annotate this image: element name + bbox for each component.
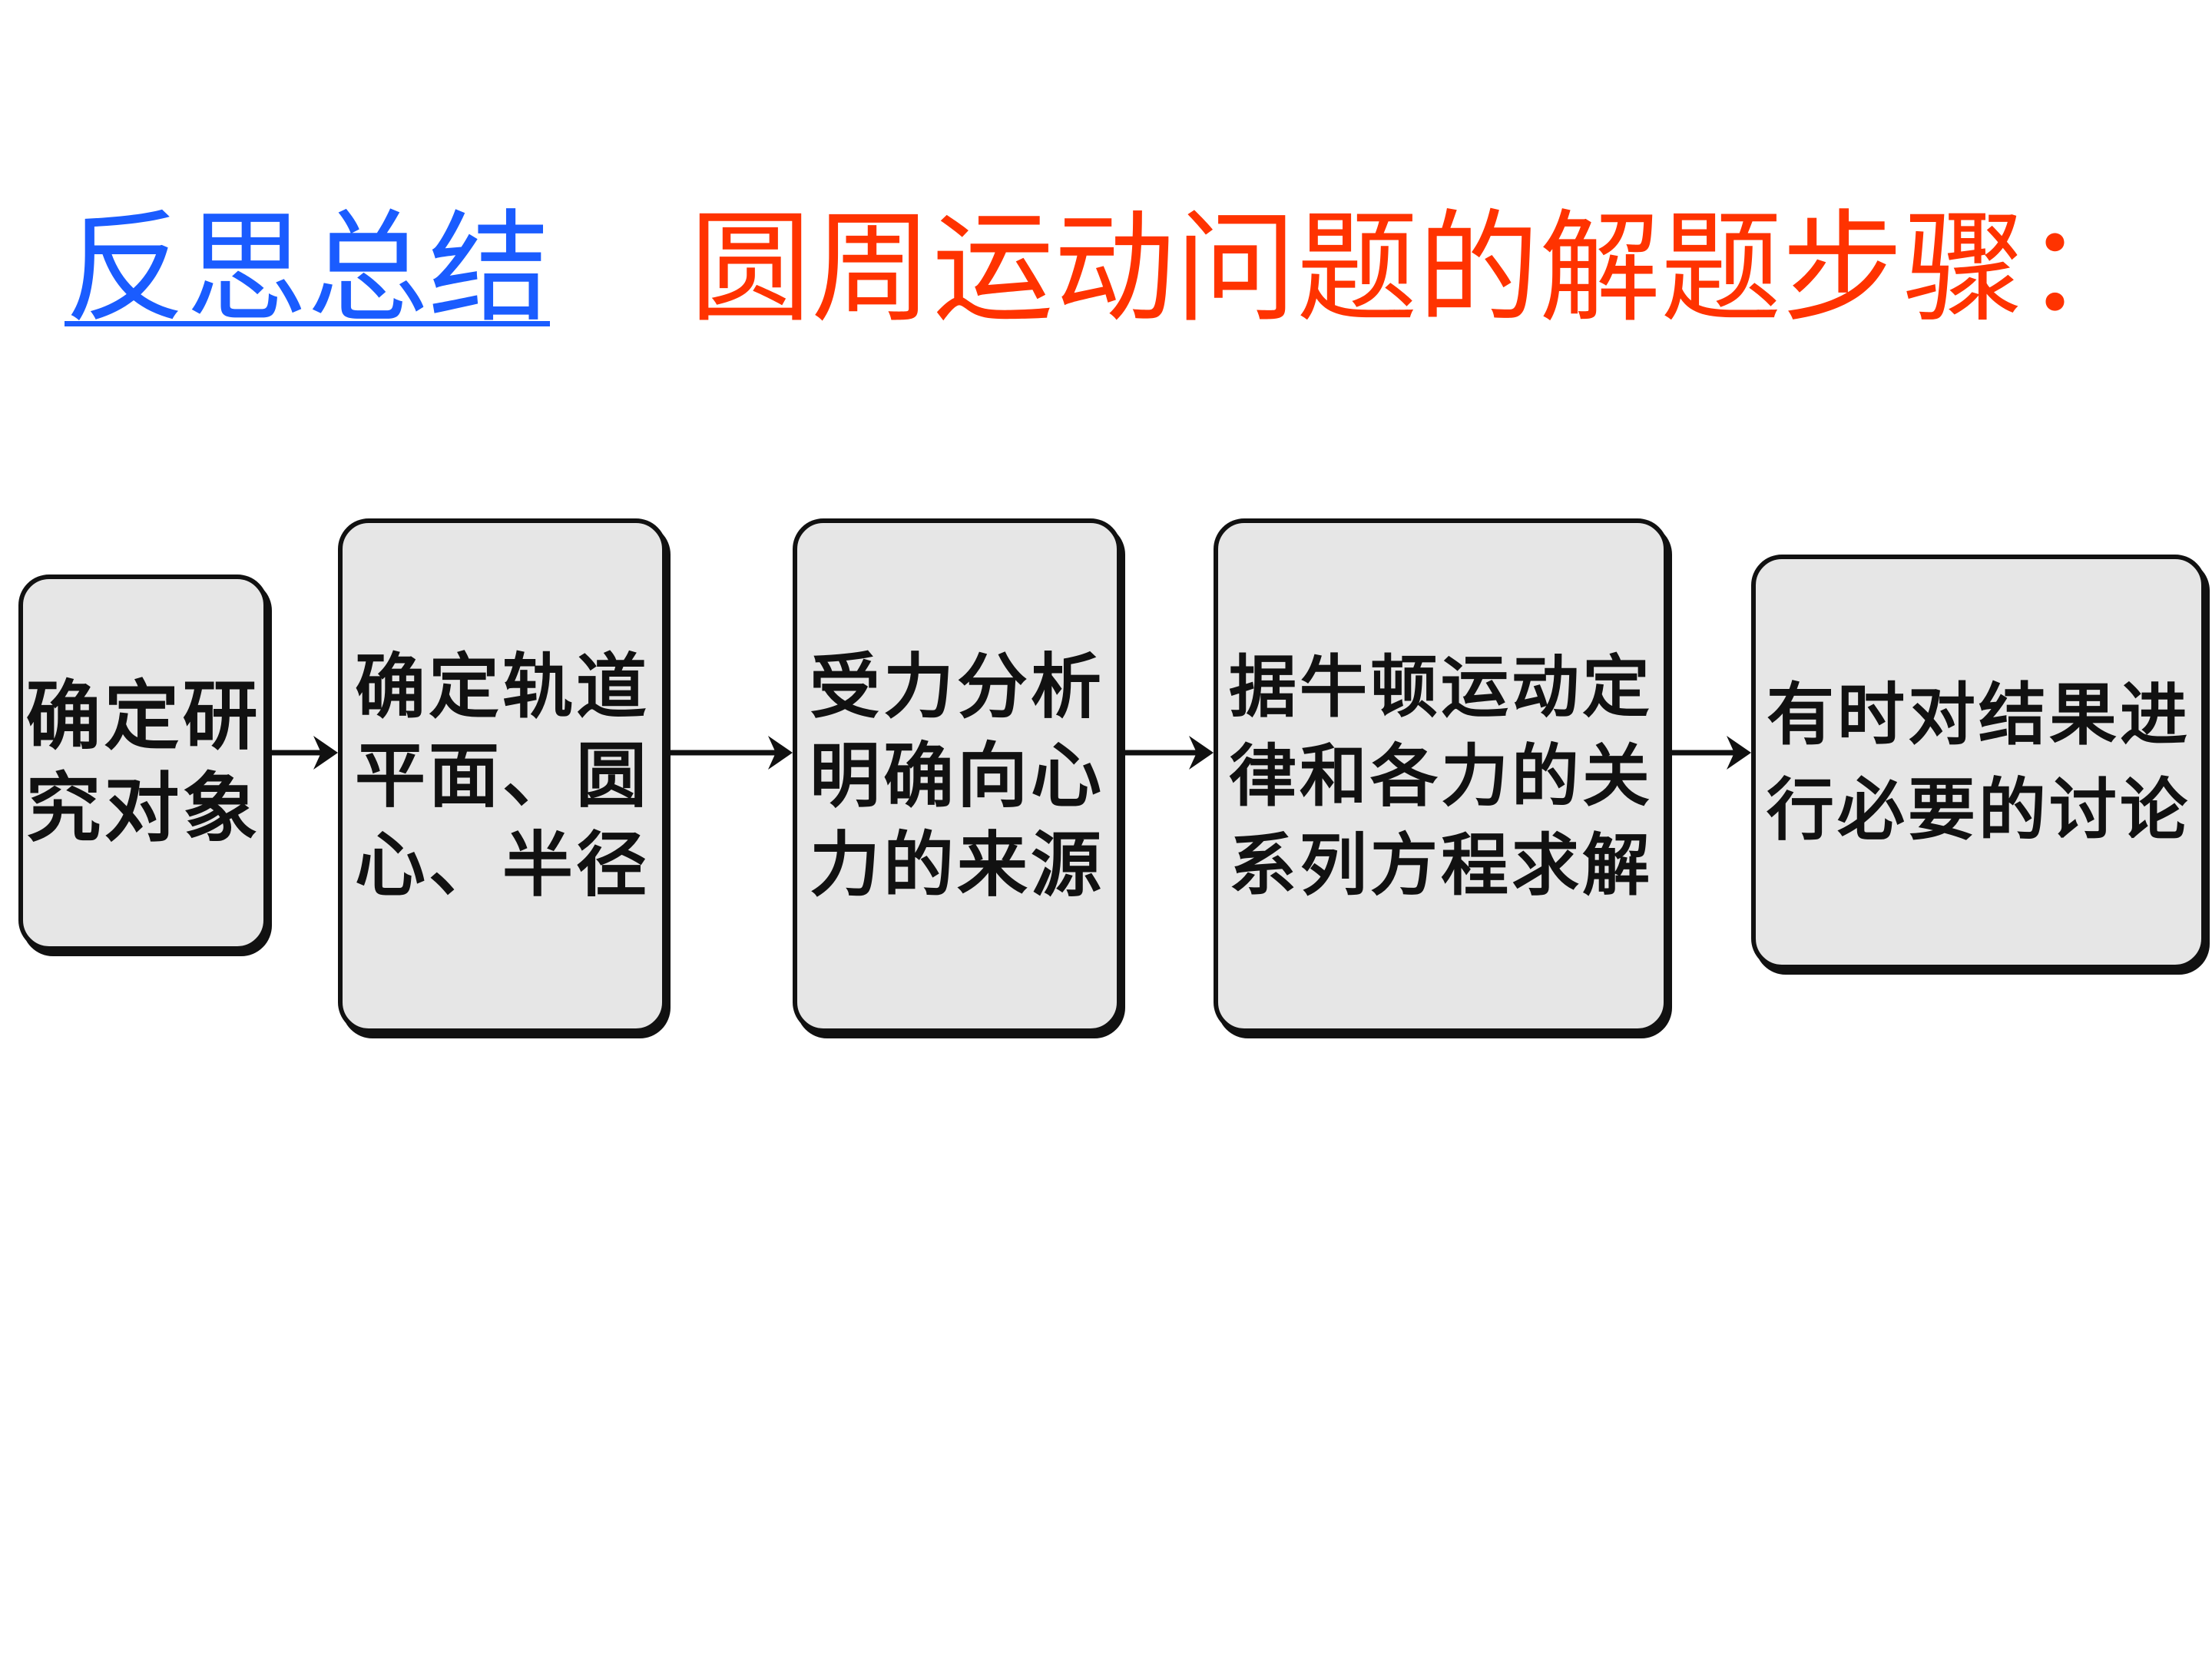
step-3-line-2: 明确向心: [809, 734, 1104, 817]
step-box-2: 确定轨道 平面、圆 心、半径: [338, 518, 667, 1033]
step-box-5: 有时对结果进 行必要的讨论: [1751, 555, 2206, 969]
step-1-line-2: 究对象: [25, 764, 261, 853]
step-5-line-2: 行必要的讨论: [1766, 770, 2190, 849]
step-3-line-1: 受力分析: [809, 645, 1104, 728]
step-3-line-3: 力的来源: [809, 823, 1104, 906]
step-2-line-3: 心、半径: [354, 823, 650, 906]
step-1-line-1: 确定研: [25, 672, 261, 760]
step-4-line-1: 据牛顿运动定: [1228, 647, 1653, 727]
step-4-line-2: 律和各力的关: [1228, 736, 1653, 816]
arrow-4-to-5: [1670, 736, 1751, 770]
arrow-1-to-2: [269, 736, 338, 770]
step-box-4: 据牛顿运动定 律和各力的关 系列方程求解: [1214, 518, 1668, 1033]
step-4-line-3: 系列方程求解: [1228, 825, 1653, 905]
step-2-line-1: 确定轨道: [354, 645, 650, 728]
step-box-3: 受力分析 明确向心 力的来源: [793, 518, 1121, 1033]
summary-link[interactable]: 反思总结: [65, 198, 550, 339]
arrow-2-to-3: [670, 736, 793, 770]
arrow-3-to-4: [1124, 736, 1214, 770]
step-2-line-2: 平面、圆: [354, 734, 650, 817]
step-5-line-1: 有时对结果进: [1766, 674, 2190, 754]
slide-heading: 反思总结 圆周运动问题的解题步骤：: [0, 192, 2212, 346]
step-box-1: 确定研 究对象: [18, 575, 268, 951]
slide-title: 圆周运动问题的解题步骤：: [690, 198, 2146, 339]
